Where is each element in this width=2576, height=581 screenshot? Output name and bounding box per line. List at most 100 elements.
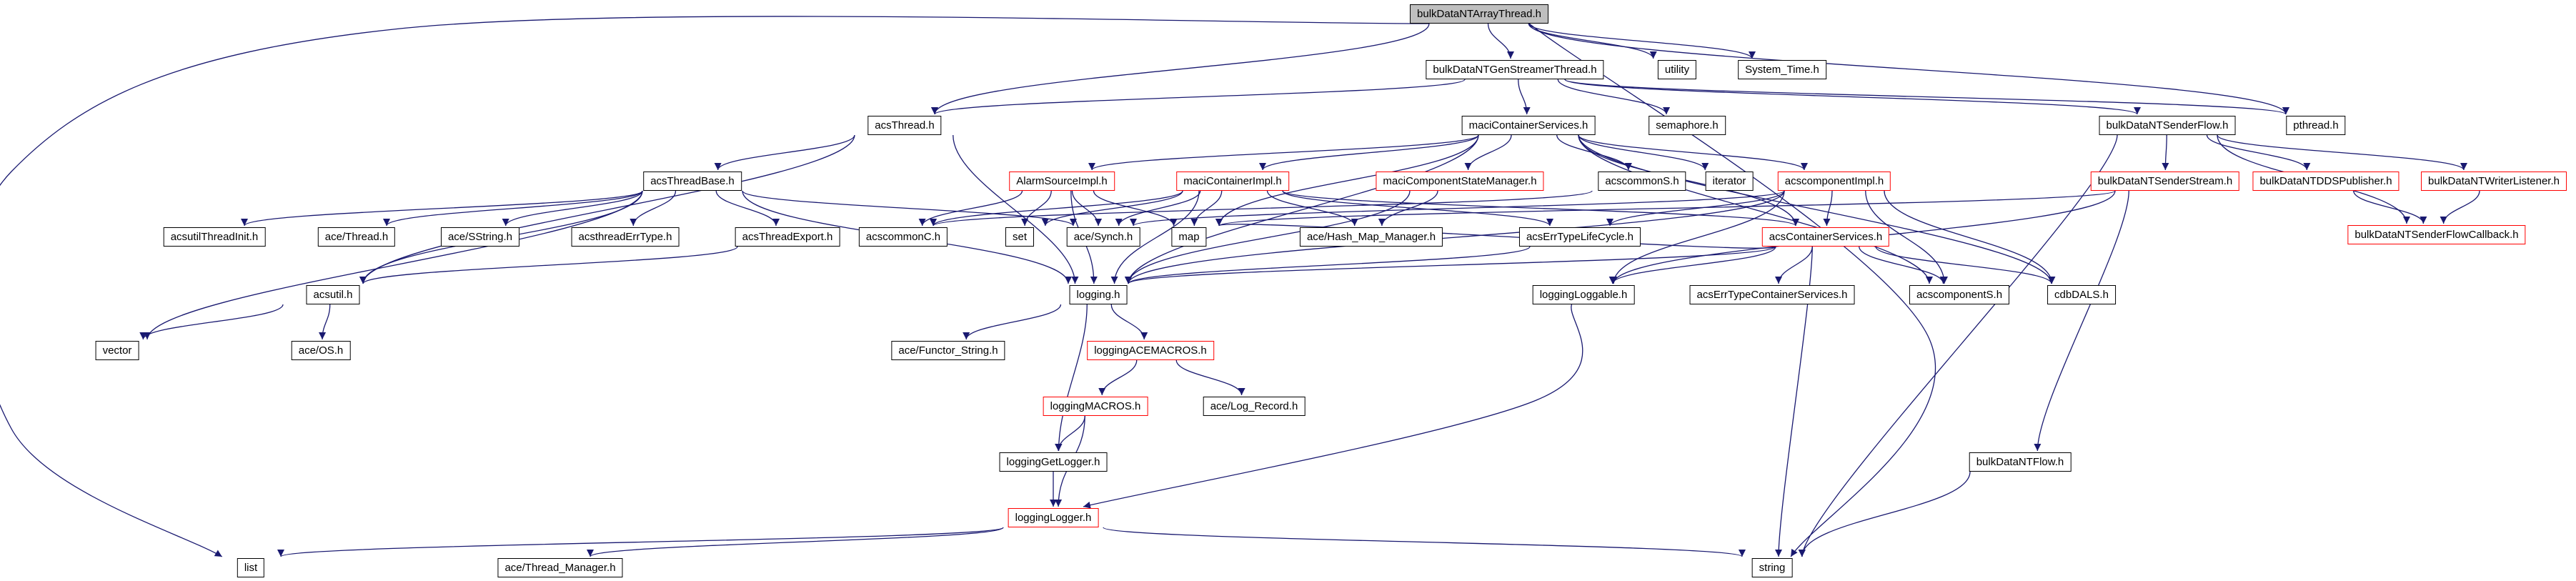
graph-node-maciCompStateMgr[interactable]: maciComponentStateManager.h <box>1376 172 1544 191</box>
graph-node-aceHashMap[interactable]: ace/Hash_Map_Manager.h <box>1299 227 1443 247</box>
edge-acscommonS-acscommonC <box>930 190 1593 227</box>
edge-acsThread-logging <box>953 134 1079 284</box>
graph-node-acsErrTypeLifeCycle[interactable]: acsErrTypeLifeCycle.h <box>1518 227 1641 247</box>
graph-node-aceSString[interactable]: ace/SString.h <box>440 227 520 247</box>
edge-maciContainerServices-logging <box>1125 134 1479 284</box>
edge-genStreamer-semaphore <box>1557 79 1671 115</box>
edge-maciCompStateMgr-logging <box>1125 190 1411 284</box>
graph-node-logging[interactable]: logging.h <box>1069 285 1128 304</box>
graph-node-maciContainerImpl[interactable]: maciContainerImpl.h <box>1176 172 1289 191</box>
graph-node-aceSynch[interactable]: ace/Synch.h <box>1066 227 1140 247</box>
node-label: map <box>1178 231 1200 243</box>
graph-node-acscommonS[interactable]: acscommonS.h <box>1598 172 1686 191</box>
node-label: bulkDataNTSenderFlow.h <box>2106 119 2229 131</box>
graph-node-acscommonC[interactable]: acscommonC.h <box>858 227 948 247</box>
graph-node-aceFunctorString[interactable]: ace/Functor_String.h <box>891 341 1005 360</box>
edge-genStreamer-senderFlow <box>1564 79 2141 115</box>
graph-node-iterator[interactable]: iterator <box>1705 172 1754 191</box>
edge-acsThread-acsThreadBase <box>714 134 855 171</box>
graph-node-loggingMACROS[interactable]: loggingMACROS.h <box>1043 397 1148 416</box>
node-label: bulkDataNTArrayThread.h <box>1417 8 1541 20</box>
graph-node-aceLogRecord[interactable]: ace/Log_Record.h <box>1203 397 1306 416</box>
node-label: bulkDataNTWriterListener.h <box>2428 175 2560 187</box>
graph-node-aceOS[interactable]: ace/OS.h <box>291 341 351 360</box>
graph-node-utility[interactable]: utility <box>1657 60 1697 79</box>
graph-node-cdbDALS[interactable]: cdbDALS.h <box>2047 285 2116 304</box>
node-label: semaphore.h <box>1656 119 1719 131</box>
graph-node-senderStream[interactable]: bulkDataNTSenderStream.h <box>2090 172 2240 191</box>
edge-acsThreadBase-acsThreadExport <box>715 190 780 227</box>
edge-maciContainerServices-maciCompStateMgr <box>1464 134 1512 171</box>
graph-node-systemTime[interactable]: System_Time.h <box>1738 60 1826 79</box>
edge-maciContainerServices-acscomponentS <box>1578 134 1933 284</box>
node-label: acsthreadErrType.h <box>578 231 672 243</box>
node-label: ace/Functor_String.h <box>898 344 998 357</box>
graph-node-arrayThread[interactable]: bulkDataNTArrayThread.h <box>1410 4 1548 24</box>
edge-senderStream-bulkDataNTFlow <box>2034 190 2129 452</box>
graph-node-acsThreadExport[interactable]: acsThreadExport.h <box>735 227 840 247</box>
edge-logging-loggingGetLogger <box>1055 304 1088 452</box>
graph-node-writerListener[interactable]: bulkDataNTWriterListener.h <box>2421 172 2567 191</box>
node-label: ace/Log_Record.h <box>1210 400 1298 412</box>
node-label: utility <box>1664 64 1690 76</box>
edge-bulkDataNTFlow-string <box>1798 471 1971 557</box>
graph-node-vector[interactable]: vector <box>95 341 139 360</box>
edge-acsThreadBase-aceSynch <box>742 190 1077 227</box>
graph-node-maciContainerServices[interactable]: maciContainerServices.h <box>1461 116 1596 135</box>
edge-loggingLogger-aceThreadManager <box>587 527 1004 557</box>
edge-alarmSourceImpl-set <box>1021 190 1052 227</box>
edge-acscomponentImpl-cdbDALS <box>1884 190 2056 284</box>
graph-node-senderFlow[interactable]: bulkDataNTSenderFlow.h <box>2099 116 2236 135</box>
graph-node-string[interactable]: string <box>1751 558 1793 577</box>
graph-node-acsThreadBase[interactable]: acsThreadBase.h <box>643 172 742 191</box>
graph-node-loggingGetLogger[interactable]: loggingGetLogger.h <box>999 452 1108 472</box>
edge-maciContainerServices-cdbDALS <box>1578 134 2055 284</box>
graph-node-aceThread[interactable]: ace/Thread.h <box>317 227 396 247</box>
graph-node-loggingLogger[interactable]: loggingLogger.h <box>1008 508 1099 527</box>
edge-maciContainerImpl-aceSynch <box>1115 190 1201 227</box>
graph-node-set[interactable]: set <box>1005 227 1035 247</box>
graph-node-acsErrTypeContainerServices[interactable]: acsErrTypeContainerServices.h <box>1689 285 1855 304</box>
graph-node-acsutil[interactable]: acsutil.h <box>306 285 360 304</box>
edge-maciContainerServices-map <box>1215 134 1479 227</box>
graph-node-semaphore[interactable]: semaphore.h <box>1648 116 1726 135</box>
node-label: loggingLogger.h <box>1015 512 1092 524</box>
graph-node-bulkDataNTFlow[interactable]: bulkDataNTFlow.h <box>1969 452 2072 472</box>
edge-logging-aceFunctorString <box>963 304 1062 340</box>
graph-node-loggingLoggable[interactable]: loggingLoggable.h <box>1532 285 1635 304</box>
graph-node-acsutilThreadInit[interactable]: acsutilThreadInit.h <box>163 227 266 247</box>
graph-node-acscomponentImpl[interactable]: acscomponentImpl.h <box>1777 172 1891 191</box>
graph-node-alarmSourceImpl[interactable]: AlarmSourceImpl.h <box>1009 172 1115 191</box>
graph-node-acsthreadErrType[interactable]: acsthreadErrType.h <box>571 227 680 247</box>
graph-node-acsThread[interactable]: acsThread.h <box>867 116 942 135</box>
node-label: maciContainerServices.h <box>1468 119 1588 131</box>
node-label: cdbDALS.h <box>2054 289 2109 301</box>
edge-acsThreadBase-acsthreadErrType <box>630 190 677 227</box>
graph-node-senderFlowCallback[interactable]: bulkDataNTSenderFlowCallback.h <box>2347 225 2526 244</box>
node-label: acsutilThreadInit.h <box>170 231 259 243</box>
graph-node-ddsPublisher[interactable]: bulkDataNTDDSPublisher.h <box>2252 172 2400 191</box>
edge-maciContainerImpl-map <box>1190 190 1223 227</box>
edge-acscomponentImpl-acsContainerServices <box>1823 190 1833 227</box>
graph-node-acsContainerServices[interactable]: acsContainerServices.h <box>1761 227 1890 247</box>
graph-node-loggingACEMACROS[interactable]: loggingACEMACROS.h <box>1087 341 1214 360</box>
edge-acsContainerServices-loggingLoggable <box>1608 246 1776 284</box>
edge-acsContainerServices-map <box>1215 218 1776 249</box>
node-label: maciComponentStateManager.h <box>1383 175 1537 187</box>
edge-maciCompStateMgr-aceHashMap <box>1378 190 1438 227</box>
edge-acsThreadBase-acsutilThreadInit <box>241 190 643 227</box>
graph-node-acscomponentS[interactable]: acscomponentS.h <box>1909 285 2010 304</box>
edge-writerListener-senderFlowCallback <box>2440 190 2480 224</box>
graph-node-list[interactable]: list <box>237 558 265 577</box>
graph-node-aceThreadManager[interactable]: ace/Thread_Manager.h <box>497 558 623 577</box>
node-label: acsThreadBase.h <box>650 175 735 187</box>
edge-arrayThread-pthread <box>1528 23 2289 115</box>
graph-node-map[interactable]: map <box>1171 227 1207 247</box>
edge-senderFlow-writerListener <box>2217 134 2467 171</box>
graph-node-pthread[interactable]: pthread.h <box>2286 116 2346 135</box>
graph-node-genStreamer[interactable]: bulkDataNTGenStreamerThread.h <box>1426 60 1604 79</box>
node-label: acscomponentS.h <box>1916 289 2003 301</box>
node-label: AlarmSourceImpl.h <box>1016 175 1108 187</box>
edge-acsContainerServices-string <box>1775 246 1813 557</box>
